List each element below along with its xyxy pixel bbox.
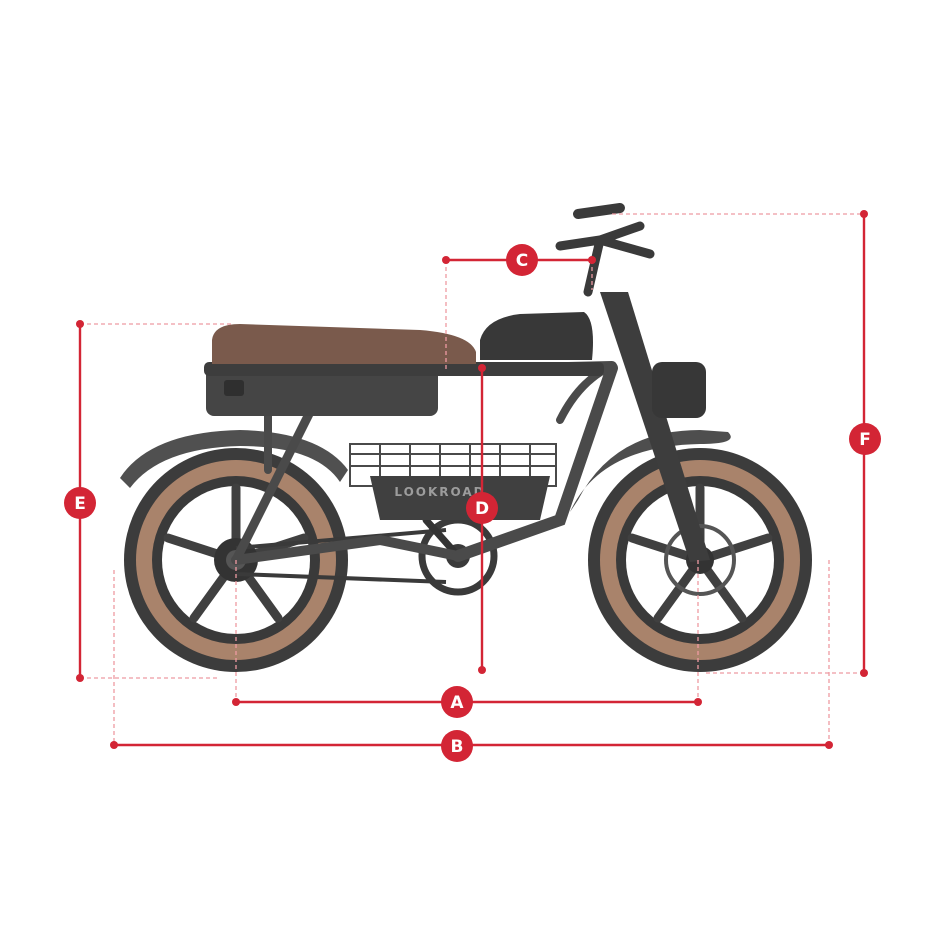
brand-plate [370, 476, 550, 520]
dimension-badge-f: F [849, 423, 881, 455]
dimension-badge-d: D [466, 492, 498, 524]
brand-logo-text: LOOKROAD [394, 485, 485, 499]
dimension-endpoints [76, 210, 868, 749]
dimension-label-e: E [74, 494, 86, 514]
dimension-label-d: D [475, 499, 489, 519]
dimension-badge-c: C [506, 244, 538, 276]
chain [235, 528, 447, 584]
battery-box [206, 364, 438, 416]
dimension-label-f: F [859, 430, 871, 450]
guide-lines [80, 213, 864, 745]
front-fender [570, 430, 731, 512]
e-bike-illustration: LOOKROAD [120, 203, 812, 672]
dimension-badge-e: E [64, 487, 96, 519]
dimension-label-a: A [450, 693, 464, 713]
front-fork [600, 292, 710, 562]
dimension-badge-b: B [441, 730, 473, 762]
dimension-badge-a: A [441, 686, 473, 718]
seat [212, 324, 476, 364]
frame-bag [480, 312, 593, 360]
basket [349, 443, 557, 487]
dimension-label-c: C [516, 251, 528, 271]
headlight [652, 362, 706, 418]
dimension-label-b: B [451, 737, 464, 757]
